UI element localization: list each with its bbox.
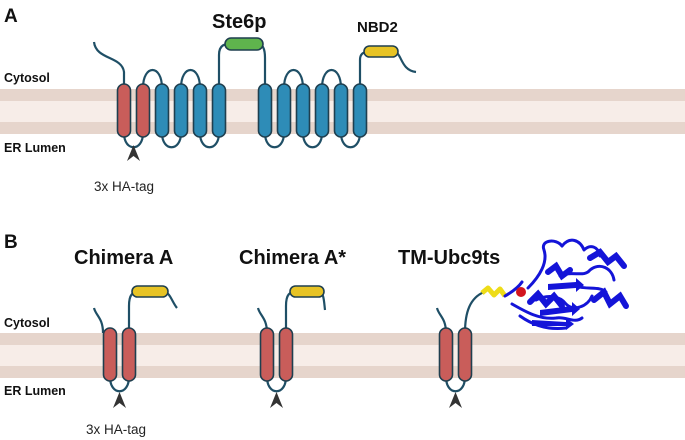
construct-title-tm-ubc9ts: TM-Ubc9ts xyxy=(398,247,500,269)
tm-helix-blue xyxy=(333,83,349,138)
tm-ubc9ts-construct xyxy=(435,238,629,408)
chimera-a-construct xyxy=(92,285,178,408)
tm-helix-blue xyxy=(295,83,311,138)
tm-helix-blue xyxy=(257,83,273,138)
tm-helices-a xyxy=(116,83,368,138)
nbd2-domain xyxy=(363,45,399,58)
nbd1-domain xyxy=(224,37,264,51)
ha-tag-label-b: 3x HA-tag xyxy=(86,422,146,437)
ha-tag-arrow-icon xyxy=(127,145,140,161)
chimera-a-star-construct xyxy=(256,285,327,408)
tm-helix-red xyxy=(121,327,137,382)
ha-tag-arrow-icon xyxy=(449,392,462,408)
nbd2-domain xyxy=(289,285,325,298)
tm-helix-red xyxy=(438,327,454,382)
active-site-marker xyxy=(516,287,526,297)
tm-helix-blue xyxy=(314,83,330,138)
tm-helix-red xyxy=(457,327,473,382)
panel-a-label: A xyxy=(4,6,18,27)
er-lumen-label-b: ER Lumen xyxy=(4,384,66,398)
construct-title-chimera-a: Chimera A xyxy=(74,247,173,269)
tm-helix-blue xyxy=(154,83,170,138)
tm-helix-red xyxy=(135,83,151,138)
tm-helix-red xyxy=(278,327,294,382)
protein-title-ste6p: Ste6p xyxy=(212,11,266,33)
nbd2-label: NBD2 xyxy=(357,19,398,36)
tm-helix-red xyxy=(116,83,132,138)
nbd2-domain xyxy=(131,285,169,298)
tm-helix-blue xyxy=(173,83,189,138)
tm-helix-blue xyxy=(276,83,292,138)
ha-tag-label-a: 3x HA-tag xyxy=(94,179,154,194)
ha-tag-arrow-icon xyxy=(270,392,283,408)
er-lumen-label-a: ER Lumen xyxy=(4,141,66,155)
construct-title-chimera-a-star: Chimera A* xyxy=(239,247,346,269)
panel-a: A Ste6p NBD2 Cytosol ER Lumen 3x HA-tag xyxy=(0,6,685,194)
tm-helix-blue xyxy=(211,83,227,138)
ubc9-protein-structure xyxy=(480,238,629,330)
tm-helix-red xyxy=(259,327,275,382)
tm-helix-blue xyxy=(192,83,208,138)
panel-b: B Chimera A Chimera A* TM-Ubc9ts Cytosol… xyxy=(0,232,685,437)
membrane-b-core xyxy=(0,345,685,366)
ha-tag-arrow-icon xyxy=(113,392,126,408)
tm-helix-blue xyxy=(352,83,368,138)
tm-helix-red xyxy=(102,327,118,382)
panel-b-label: B xyxy=(4,232,18,253)
cytosol-label-b: Cytosol xyxy=(4,316,50,330)
cytosol-label-a: Cytosol xyxy=(4,71,50,85)
